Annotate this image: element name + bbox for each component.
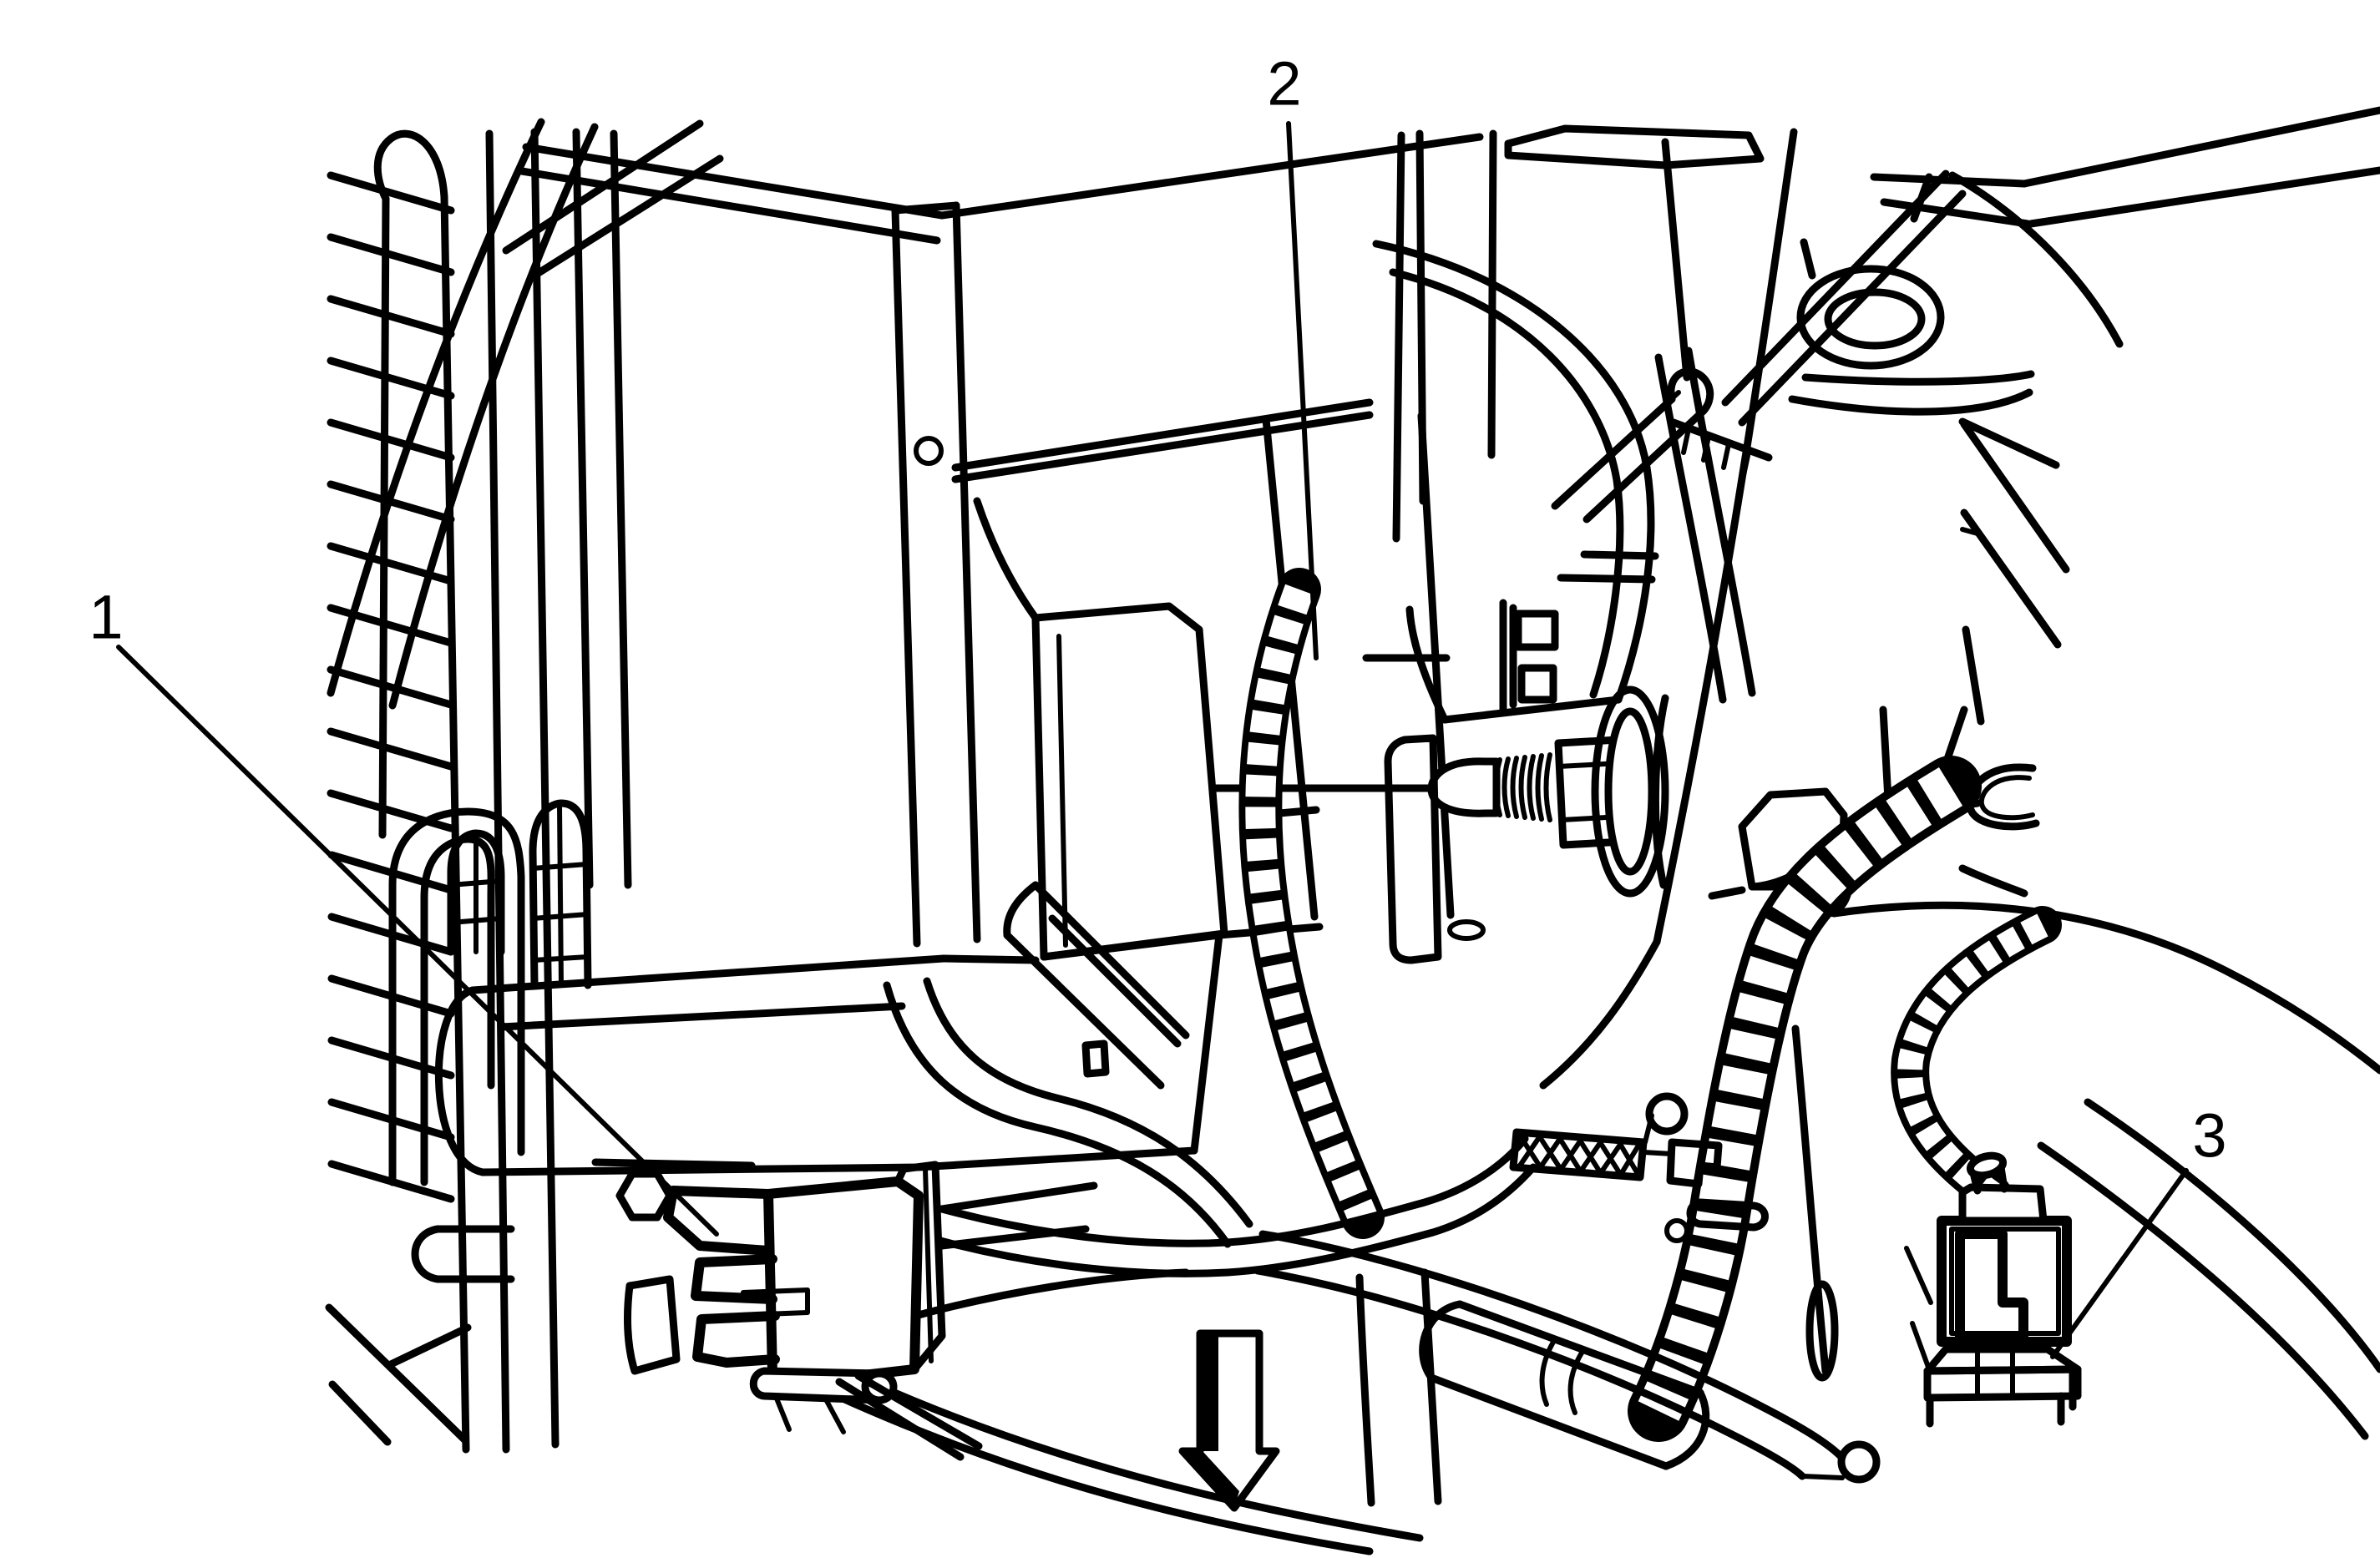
- bolt-hole: [914, 436, 944, 466]
- connector3-conduit: [1891, 906, 2062, 1213]
- mount-bolt: [1384, 685, 1669, 964]
- bracket-slab: [883, 133, 1484, 1248]
- connector1-upper-prong: [691, 1254, 777, 1304]
- callout-2-label: 2: [1267, 49, 1301, 119]
- ac-hose-upper: [1258, 1230, 1845, 1460]
- callout-1-label: 1: [89, 583, 123, 652]
- bolt-tip: [1427, 757, 1501, 817]
- connector-1: [663, 1161, 1098, 1461]
- connector1-body: [763, 1176, 924, 1384]
- corrugated-conduits: [1238, 568, 2062, 1442]
- frame-boss-inner: [1824, 288, 1926, 350]
- connector1-lower-prong: [692, 1311, 780, 1368]
- panel-slot: [1805, 1280, 1839, 1382]
- hose-end-fitting: [1837, 1440, 1881, 1484]
- callout-2-leader: [1286, 121, 1319, 660]
- connector1-pin-cylinder: [749, 1367, 884, 1404]
- bolt-threads: [1493, 752, 1552, 822]
- callout-1-leader: [116, 645, 719, 1237]
- callouts: 1 2 3: [89, 49, 2227, 1359]
- bolt-washer: [1604, 707, 1656, 876]
- connector3-keyway: [1955, 1229, 2028, 1343]
- cylinder-component: [1456, 1300, 1704, 1397]
- ring-fitting: [1645, 1092, 1689, 1136]
- upper-left-frame: [327, 118, 946, 710]
- fuel-line-fittings: [1509, 1092, 1769, 1243]
- top-center-structure: [1392, 124, 1773, 543]
- connector-3: [1904, 1151, 2082, 1428]
- ear-hole: [1447, 919, 1486, 941]
- ac-hose-lower: [1253, 1267, 1806, 1480]
- connector1-wing: [663, 1186, 773, 1256]
- callout-3-label: 3: [2192, 1101, 2226, 1171]
- frame-boss-outer: [1796, 265, 1945, 370]
- shroud-loops: [388, 799, 592, 1186]
- down-arrow-shadow-head: [1182, 1451, 1239, 1508]
- down-arrow-shadow-shaft: [1200, 1333, 1218, 1451]
- callout-3-leader: [2050, 1168, 2189, 1359]
- down-arrow: [1178, 1329, 1280, 1512]
- bolt-washer-outer: [1591, 685, 1669, 898]
- bracket-ear: [1384, 734, 1442, 964]
- fan-shroud-slats: [373, 128, 632, 1454]
- bottom-left-frame: [325, 1225, 681, 1446]
- c-hook-inner: [1978, 775, 2035, 821]
- connector3-base-front: [1923, 1365, 2082, 1402]
